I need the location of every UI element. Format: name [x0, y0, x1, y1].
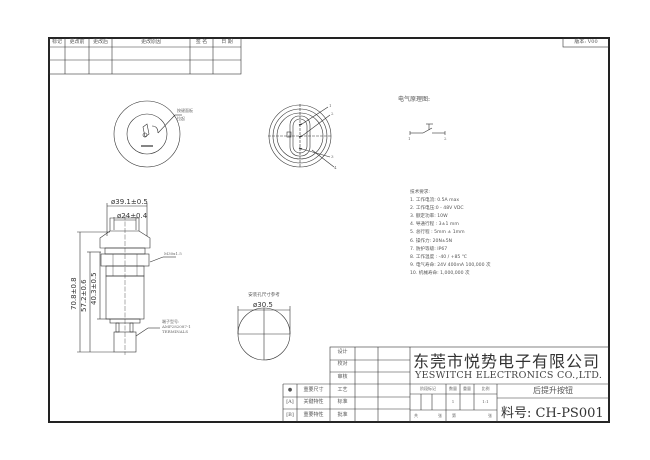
role-standard: 标准: [337, 399, 348, 405]
drawing-sheet: [48, 37, 610, 423]
role-review: 审核: [337, 374, 348, 380]
legend-text-key: 关键特性: [303, 399, 324, 405]
rev-header-sign: 签 名: [195, 39, 208, 45]
stage-header-scale: 比例: [481, 386, 490, 391]
dim-inner-diameter: ø24±0.4: [117, 212, 148, 220]
tech-item: 6. 操作力: 20N±5N: [410, 238, 453, 244]
schematic-title: 电气原理图:: [398, 96, 431, 103]
company-name-cn: 东莞市悦势电子有限公司: [413, 352, 601, 371]
tech-item: 4. 导通行程 : 3±1 mm: [410, 222, 459, 228]
role-process: 工艺: [337, 387, 348, 393]
dim-total-height: 70.8±0.8: [70, 277, 78, 310]
sheet-current-label: 第: [452, 413, 456, 418]
stage-header-mark: 阶段标记: [420, 386, 436, 391]
company-name-en: YESWITCH ELECTRONICS CO.,LTD.: [415, 370, 603, 381]
panel-cutout-label: 安装孔尺寸参考: [248, 293, 280, 298]
side-view: [99, 215, 151, 355]
wire-label-1: 端子型号:: [162, 319, 180, 324]
top-view-label-1: 按键面板: [177, 108, 193, 113]
title-block-frame: [329, 346, 610, 423]
dim-height-3: 40.3±0.5: [90, 272, 98, 305]
tech-item: 9. 电气寿命: 24V 400mA 100,000 次: [410, 262, 491, 268]
rev-header-after: 更改后: [92, 39, 108, 45]
tech-title: 技术要求:: [410, 190, 430, 195]
top-view-outer-circle: [113, 100, 181, 168]
version-label: 版本: V00: [574, 39, 598, 45]
legend-text-important: 重要特性: [303, 412, 324, 418]
schematic-pin-2: 2: [444, 136, 447, 141]
rev-header-reason: 更改原因: [140, 39, 161, 45]
version-box: [562, 37, 610, 48]
tech-item: 5. 总行程 : 5mm ± 1mm: [410, 230, 465, 236]
role-check: 校对: [337, 361, 348, 367]
tech-requirements: 技术要求: 1. 工作电流: 0.5A max 2. 工作电压:0 - 48V …: [410, 189, 491, 278]
pin-label-3: 3: [331, 154, 334, 159]
wire-label-2: AMP282087-1: [162, 324, 191, 329]
sheet-current-unit: 张: [488, 413, 492, 418]
stage-header-weight: 重量: [463, 386, 471, 391]
tech-item: 10. 机械寿命: 1,000,000 次: [410, 270, 470, 276]
rev-header-mark: 标记: [51, 39, 62, 45]
product-name: 后提升按钮: [533, 386, 573, 395]
legend-symbol-dot: ●: [287, 387, 293, 393]
sheet-total-label: 共: [414, 413, 418, 418]
revision-table-frame: [48, 37, 242, 75]
scale-value: 1:1: [482, 399, 489, 404]
nut-label: M30x1.5: [164, 251, 182, 256]
dim-height-2: 57.2±0.6: [80, 279, 88, 312]
role-design: 设计: [337, 349, 348, 355]
tech-item: 8. 工作温度 : -40 / +85 ℃: [410, 254, 467, 260]
tech-item: 1. 工作电流: 0.5A max: [410, 198, 460, 204]
wire-label-3: TERMINALS: [162, 329, 189, 334]
role-approve: 批准: [337, 412, 348, 418]
tech-item: 7. 防护等级: IP67: [410, 246, 448, 252]
pin-label-4: 4: [334, 165, 337, 170]
legend-symbol-b: [B]: [286, 412, 294, 418]
switch-schematic: [409, 123, 446, 135]
legend-symbol-a: [A]: [286, 399, 294, 405]
tech-item: 2. 工作电压:0 - 48V VDC: [410, 206, 464, 212]
schematic-pin-1: 1: [408, 136, 411, 141]
panel-cutout-dim: ø30.5: [253, 301, 273, 309]
stage-header-qty: 数量: [449, 386, 457, 391]
legend-text-important-dim: 重要尺寸: [303, 387, 324, 393]
part-number: 料号: CH-PS001: [501, 406, 604, 421]
quantity-value: 1: [451, 399, 455, 404]
lever-icon: [141, 123, 159, 147]
sheet-total-unit: 张: [438, 413, 442, 418]
dim-outer-diameter: ø39.1±0.5: [111, 198, 148, 206]
rev-header-before: 更改前: [69, 39, 85, 45]
pin-label-1: 1: [329, 103, 332, 108]
pin-label-2: 2: [331, 111, 334, 116]
top-view-label-2: 拉起: [177, 116, 185, 121]
rev-header-date: 日 期: [221, 39, 233, 45]
tech-item: 3. 额定功率: 10W: [410, 214, 448, 220]
